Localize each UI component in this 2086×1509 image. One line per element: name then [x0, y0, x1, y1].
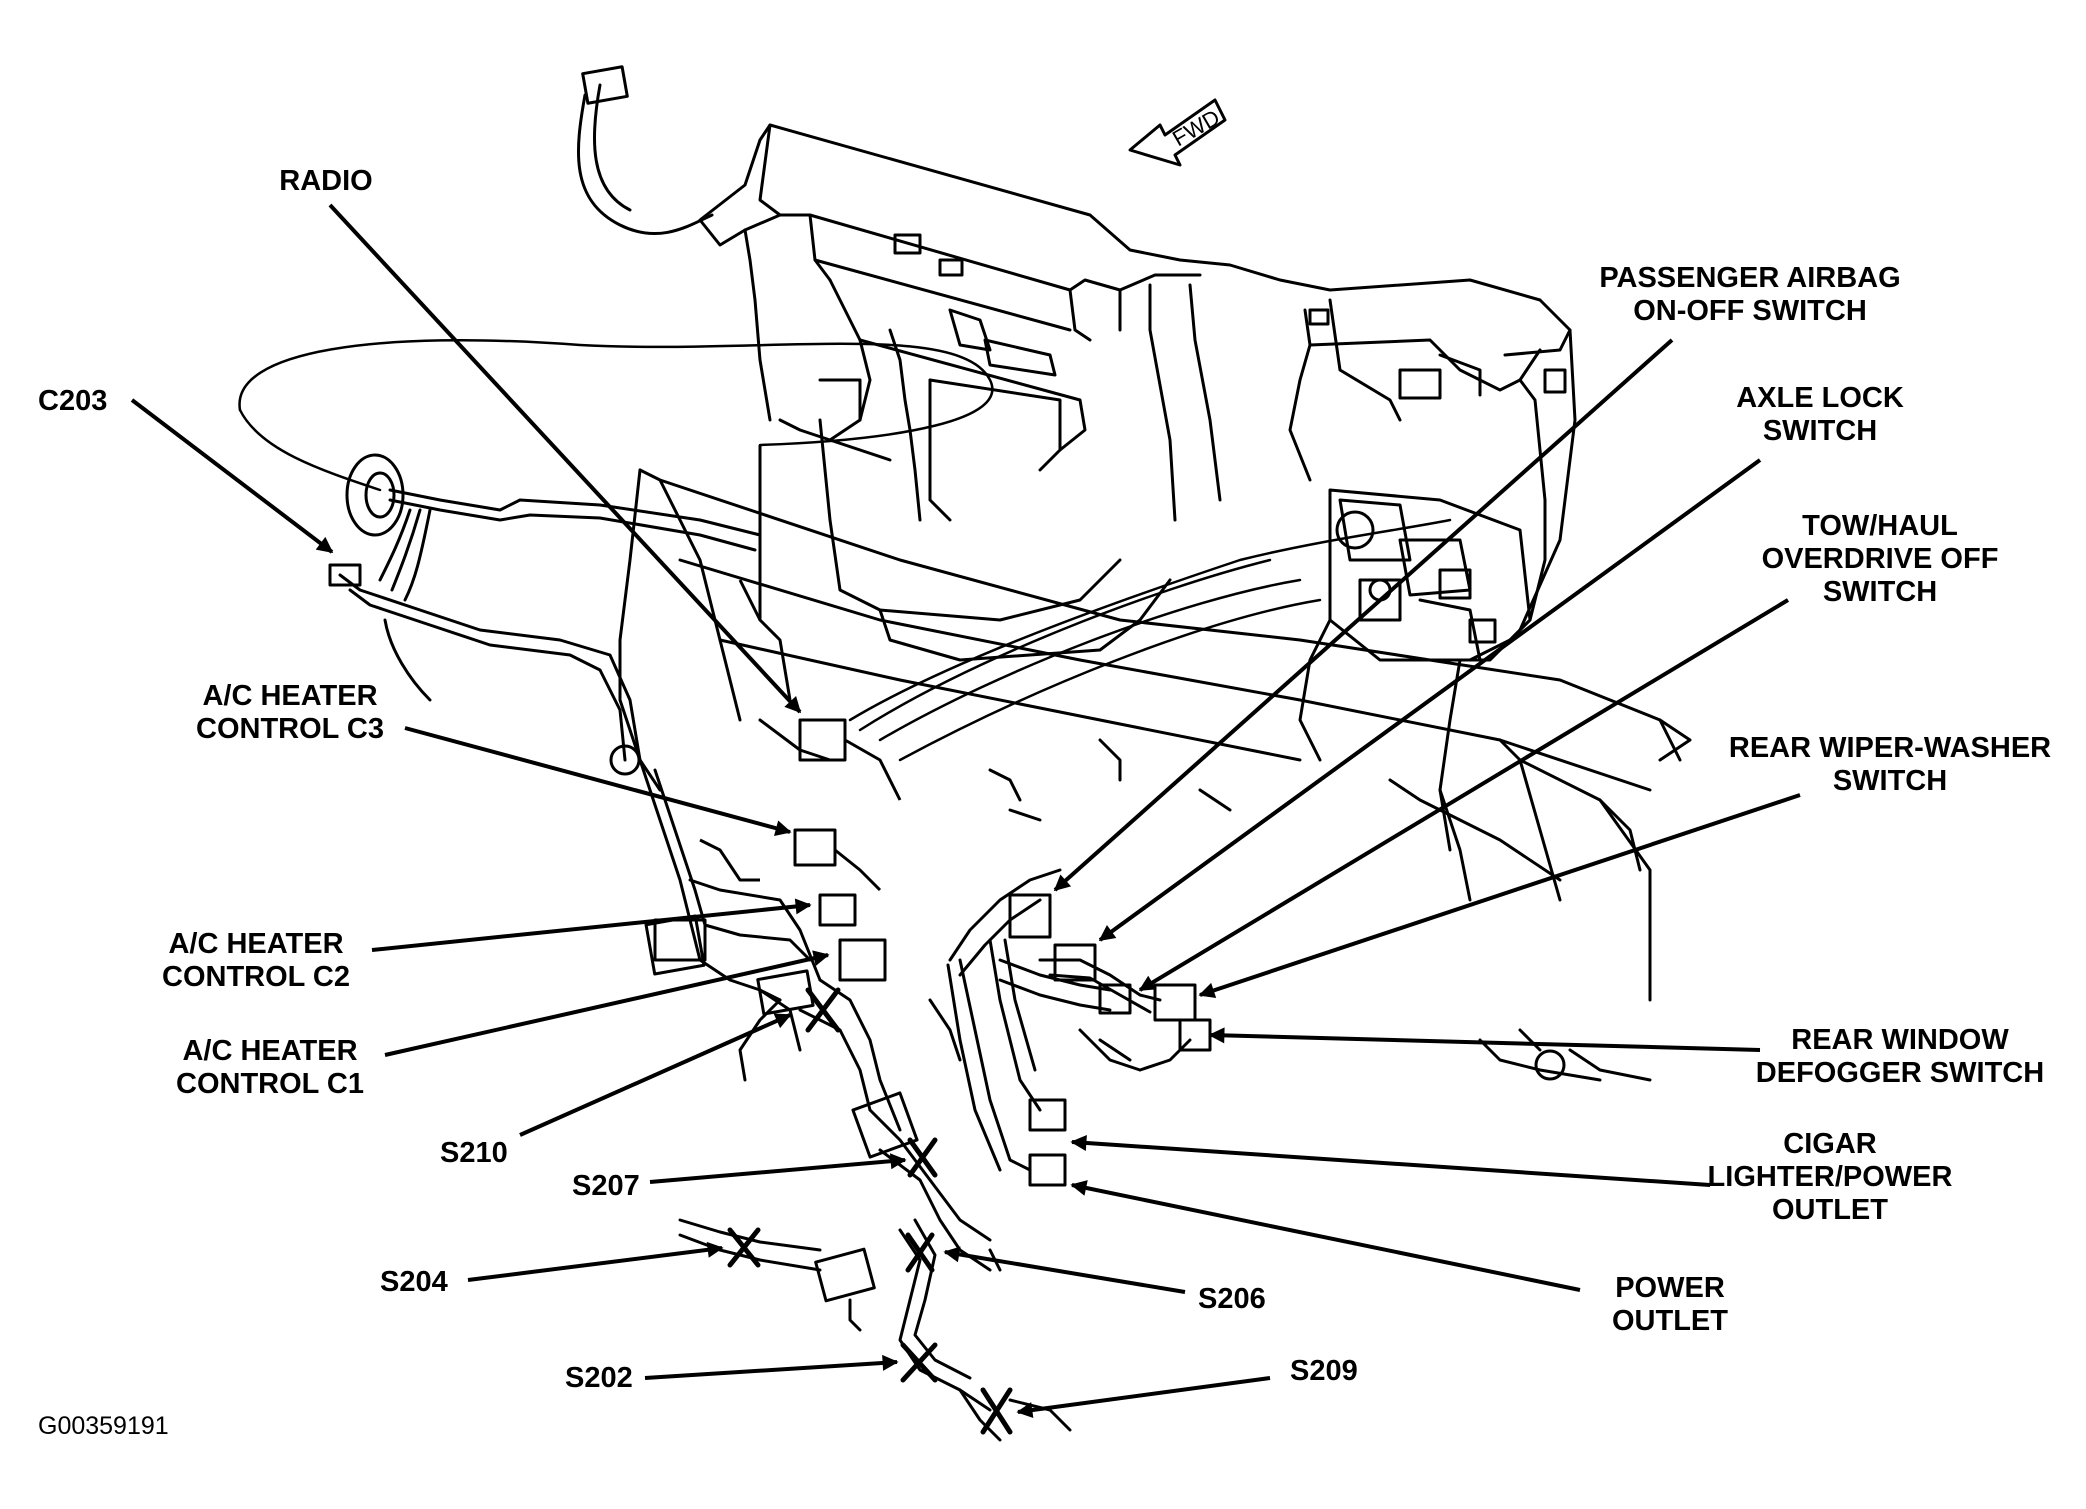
label-s206: S206 — [1198, 1283, 1266, 1315]
label-rear-window-defogger: REAR WINDOW DEFOGGER SWITCH — [1755, 1024, 2045, 1089]
ac-connectors — [653, 445, 902, 1016]
label-passenger-airbag: PASSENGER AIRBAG ON-OFF SWITCH — [1599, 262, 1901, 327]
leader-ac-c1 — [384, 950, 830, 1057]
splice-s206-mark — [905, 1232, 935, 1273]
leader-cigar-lighter — [1070, 1134, 1711, 1187]
label-power-outlet: POWER OUTLET — [1612, 1272, 1728, 1337]
label-ac-heater-c3: A/C HEATER CONTROL C3 — [196, 680, 384, 745]
label-s202: S202 — [565, 1362, 633, 1394]
leader-tow-haul — [1138, 598, 1790, 992]
label-cigar-lighter-power-outlet: CIGAR LIGHTER/POWER OUTLET — [1707, 1128, 1953, 1226]
label-s204: S204 — [380, 1266, 448, 1298]
leader-c203 — [130, 398, 334, 554]
figure-code: G00359191 — [38, 1412, 169, 1440]
fwd-indicator: FWD — [1128, 98, 1227, 167]
leader-power-outlet — [1070, 1180, 1581, 1292]
label-ac-heater-c1: A/C HEATER CONTROL C1 — [176, 1035, 364, 1100]
label-tow-haul: TOW/HAUL OVERDRIVE OFF SWITCH — [1761, 510, 1999, 608]
leader-s204 — [467, 1241, 724, 1282]
label-rear-wiper-washer: REAR WIPER-WASHER SWITCH — [1728, 732, 2052, 797]
leader-s209 — [1016, 1376, 1271, 1419]
splice-s202-mark — [900, 1342, 938, 1383]
lower-harness — [638, 758, 1072, 1442]
c203-harness — [328, 453, 762, 776]
label-c203: C203 — [38, 385, 108, 417]
harness-arcs — [238, 339, 1452, 762]
leader-ac-c3 — [404, 726, 792, 836]
splice-s204-mark — [727, 1227, 761, 1268]
leader-s210 — [519, 1013, 792, 1137]
leader-lines — [130, 203, 1801, 1419]
leader-axle-lock — [1098, 458, 1762, 942]
label-radio: RADIO — [279, 165, 373, 197]
leader-ac-c2 — [371, 898, 812, 952]
dash-frame-art — [577, 65, 1692, 1082]
leader-rear-wiper — [1198, 793, 1801, 999]
label-ac-heater-c2: A/C HEATER CONTROL C2 — [162, 928, 350, 993]
leader-radio — [328, 203, 802, 714]
leader-s207 — [649, 1153, 907, 1184]
leader-rear-defogger — [1208, 1027, 1761, 1052]
right-harness — [948, 868, 1212, 1072]
leader-s202 — [644, 1354, 899, 1380]
label-s207: S207 — [572, 1170, 640, 1202]
leader-s206 — [943, 1246, 1186, 1294]
label-axle-lock: AXLE LOCK SWITCH — [1736, 382, 1904, 447]
leader-passenger-airbag — [1053, 338, 1674, 892]
splice-marks — [727, 987, 1013, 1435]
splice-s210-mark — [805, 987, 841, 1033]
label-s210: S210 — [440, 1137, 508, 1169]
splice-s207-mark — [907, 1137, 938, 1178]
splice-s209-mark — [980, 1387, 1013, 1435]
label-s209: S209 — [1290, 1355, 1358, 1387]
